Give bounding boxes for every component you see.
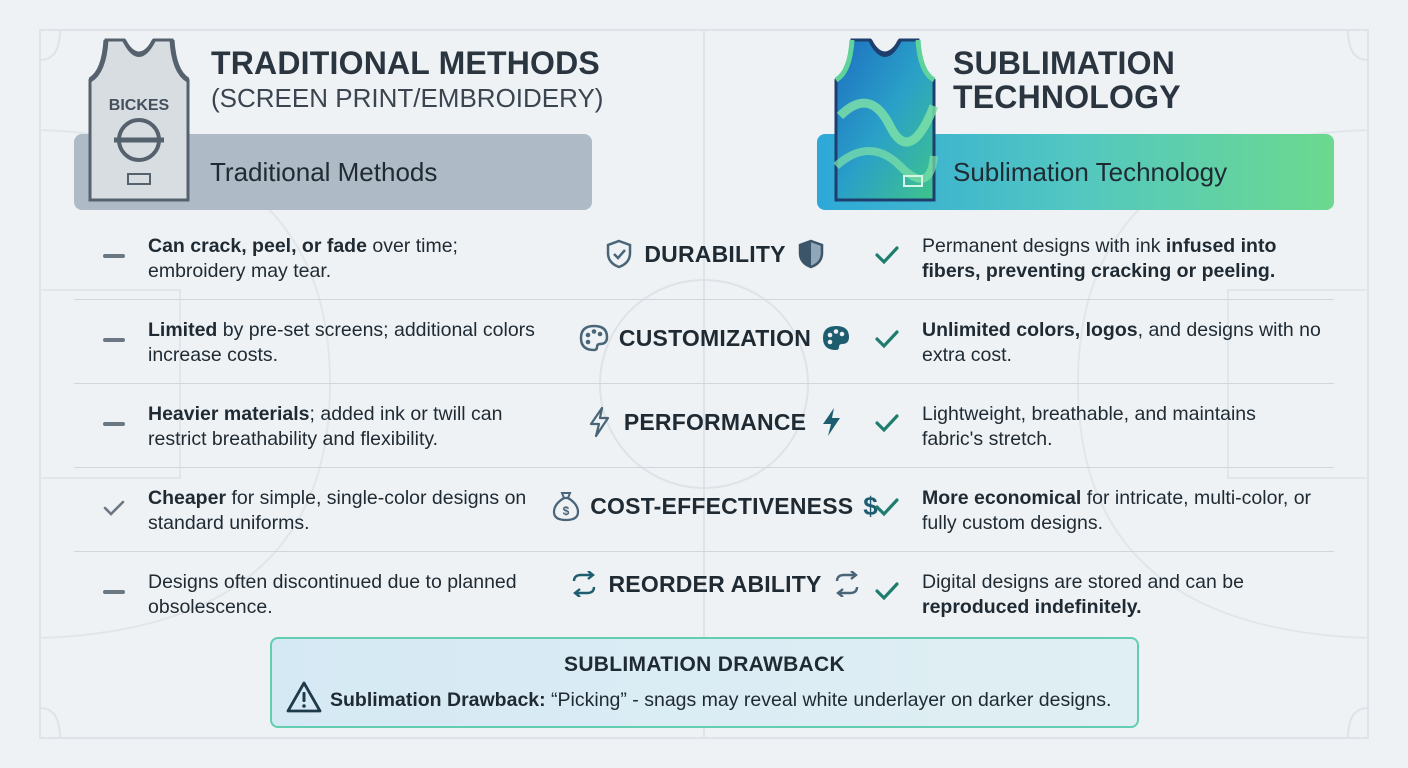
dollar-icon: $ [863, 490, 878, 521]
dash-icon [100, 326, 128, 354]
comparison-row-performance: Heavier materials; added ink or twill ca… [74, 384, 1334, 468]
comparison-row-customization: Limited by pre-set screens; additional c… [74, 300, 1334, 384]
traditional-cost-text: Cheaper for simple, single-color designs… [148, 487, 527, 534]
check-icon [872, 492, 902, 522]
comparison-row-cost-effectiveness: Cheaper for simple, single-color designs… [74, 468, 1334, 552]
svg-text:$: $ [563, 504, 570, 518]
drawback-title: SUBLIMATION DRAWBACK [564, 653, 845, 676]
category-label: REORDER ABILITY [608, 570, 822, 597]
warning-icon [286, 681, 322, 719]
sublimation-title-line2: TECHNOLOGY [953, 79, 1181, 115]
sublimation-banner-label: Sublimation Technology [953, 156, 1228, 187]
sublimation-durability-text: Permanent designs with ink infused into … [922, 235, 1277, 282]
check-icon [872, 240, 902, 270]
dash-icon [100, 242, 128, 270]
category-reorder-ability: REORDER ABILITY [560, 552, 870, 616]
category-performance: PERFORMANCE [560, 384, 870, 460]
category-customization: CUSTOMIZATION [560, 300, 870, 376]
palette-icon [821, 323, 851, 353]
category-cost-effectiveness: $ COST-EFFECTIVENESS $ [553, 468, 878, 544]
traditional-jersey-icon: BICKES [88, 38, 190, 202]
sublimation-title-line1: SUBLIMATION [953, 45, 1176, 81]
traditional-title: TRADITIONAL METHODS [211, 45, 600, 81]
jersey-lettering: BICKES [109, 97, 170, 114]
refresh-icon [569, 569, 599, 599]
sublimation-cost-text: More economical for intricate, multi-col… [922, 487, 1312, 534]
shield-icon [796, 239, 826, 269]
refresh-icon [832, 569, 862, 599]
dash-icon [100, 410, 128, 438]
traditional-durability-text: Can crack, peel, or fade over time; embr… [148, 235, 458, 282]
sublimation-jersey-icon [833, 38, 939, 202]
dash-icon [100, 578, 128, 606]
comparison-row-reorder-ability: Designs often discontinued due to planne… [74, 552, 1334, 636]
drawback-label: Sublimation Drawback: [330, 688, 546, 711]
traditional-subtitle: (SCREEN PRINT/EMBROIDERY) [211, 83, 604, 113]
check-icon [872, 576, 902, 606]
category-label: DURABILITY [644, 240, 786, 267]
check-icon [100, 494, 128, 522]
category-label: COST-EFFECTIVENESS [590, 492, 854, 519]
sublimation-drawback-box: SUBLIMATION DRAWBACK Sublimation Drawbac… [270, 637, 1139, 728]
sublimation-performance-text: Lightweight, breathable, and maintains f… [922, 403, 1256, 450]
traditional-customization-text: Limited by pre-set screens; additional c… [148, 319, 535, 366]
category-label: CUSTOMIZATION [618, 324, 812, 351]
drawback-line: Sublimation Drawback: “Picking” - snags … [286, 681, 1112, 719]
category-durability: DURABILITY [560, 216, 870, 292]
lightning-icon [816, 407, 846, 437]
traditional-banner-label: Traditional Methods [210, 156, 438, 187]
category-label: PERFORMANCE [623, 408, 807, 435]
palette-icon [579, 323, 609, 353]
traditional-reorder-text: Designs often discontinued due to planne… [148, 571, 517, 618]
check-icon [872, 324, 902, 354]
sublimation-reorder-text: Digital designs are stored and can be re… [922, 571, 1244, 618]
lightning-icon [584, 406, 614, 438]
sublimation-customization-text: Unlimited colors, logos, and designs wit… [922, 319, 1321, 366]
traditional-performance-text: Heavier materials; added ink or twill ca… [148, 403, 503, 450]
comparison-row-durability: Can crack, peel, or fade over time; embr… [74, 216, 1334, 300]
shield-icon [604, 239, 634, 269]
check-icon [872, 408, 902, 438]
drawback-text: “Picking” - snags may reveal white under… [545, 688, 1112, 711]
money-bag-icon: $ [552, 491, 580, 522]
